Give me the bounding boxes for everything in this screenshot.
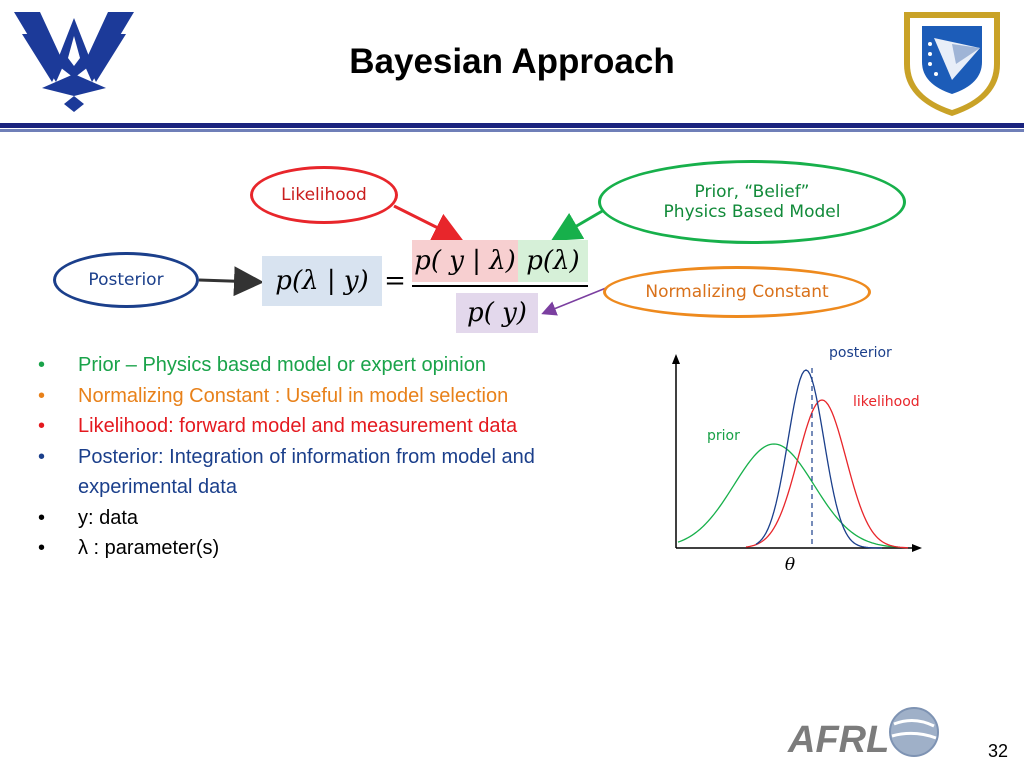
bullet-item: • y: data	[36, 503, 646, 534]
afrl-logo: AFRL	[787, 707, 939, 761]
equation-equals: =	[384, 266, 406, 296]
bullet-item: • Prior – Physics based model or expert o…	[36, 350, 646, 381]
posterior-bubble: Posterior	[53, 252, 199, 308]
posterior-curve-label: posterior	[829, 345, 892, 361]
title-rule	[0, 123, 1024, 128]
posterior-curve	[755, 369, 883, 549]
bullet-text: Normalizing Constant : Useful in model s…	[78, 384, 509, 407]
bullet-text: Posterior: Integration of information fr…	[78, 445, 535, 499]
bullet-item: • Posterior: Integration of information f…	[36, 442, 646, 503]
bullet-text: y: data	[78, 506, 139, 529]
bullet-dot: •	[38, 415, 46, 437]
equation-normalizing-term: p( y)	[456, 293, 538, 333]
bullet-dot: •	[38, 445, 46, 468]
prior-bubble-line1: Prior, “Belief”	[694, 182, 810, 202]
prior-arrow	[550, 208, 605, 242]
bullet-dot: •	[38, 354, 46, 376]
equation-posterior-term: p(λ | y)	[262, 256, 382, 306]
equation-fraction-bar	[412, 285, 588, 287]
bullet-list: • Prior – Physics based model or expert o…	[36, 350, 646, 564]
bullet-item: • λ : parameter(s)	[36, 533, 646, 564]
posterior-bubble-label: Posterior	[88, 270, 164, 290]
bullet-text: Likelihood: forward model and measuremen…	[78, 415, 518, 437]
afrl-shield-logo	[904, 12, 1000, 116]
bullet-text: λ : parameter(s)	[78, 537, 220, 559]
likelihood-arrow	[393, 204, 464, 241]
likelihood-curve-label: likelihood	[853, 394, 920, 410]
bullet-dot: •	[38, 384, 46, 407]
likelihood-bubble: Likelihood	[250, 166, 398, 224]
likelihood-curve	[745, 399, 909, 549]
prior-curve-label: prior	[707, 428, 740, 444]
y-axis-arrowhead	[672, 354, 680, 364]
afrl-logo-text: AFRL	[787, 719, 889, 761]
equation-likelihood-term: p( y | λ)	[412, 240, 518, 282]
x-axis-arrowhead	[912, 544, 922, 552]
prior-bubble: Prior, “Belief” Physics Based Model	[598, 160, 906, 244]
bullet-dot: •	[38, 537, 46, 559]
bullet-text: Prior – Physics based model or expert op…	[78, 354, 486, 376]
distribution-plot	[672, 354, 922, 552]
posterior-arrow	[198, 266, 264, 297]
slide-title: Bayesian Approach	[349, 42, 675, 81]
normalizing-constant-bubble: Normalizing Constant	[603, 266, 871, 318]
bullet-dot: •	[38, 506, 46, 529]
prior-bubble-line2: Physics Based Model	[663, 202, 841, 222]
prior-curve	[677, 443, 901, 548]
air-force-wings-logo	[14, 12, 134, 112]
likelihood-bubble-label: Likelihood	[281, 185, 367, 205]
bullet-item: • Likelihood: forward model and measureme…	[36, 411, 646, 442]
bullet-item: • Normalizing Constant : Useful in model …	[36, 381, 646, 412]
slide-number: 32	[988, 741, 1009, 761]
theta-axis-label: θ	[784, 555, 796, 575]
normalizing-bubble-label: Normalizing Constant	[645, 282, 829, 302]
title-rule-accent	[0, 129, 1024, 132]
normalizing-arrow	[541, 287, 607, 316]
equation-prior-term: p(λ)	[518, 240, 588, 282]
